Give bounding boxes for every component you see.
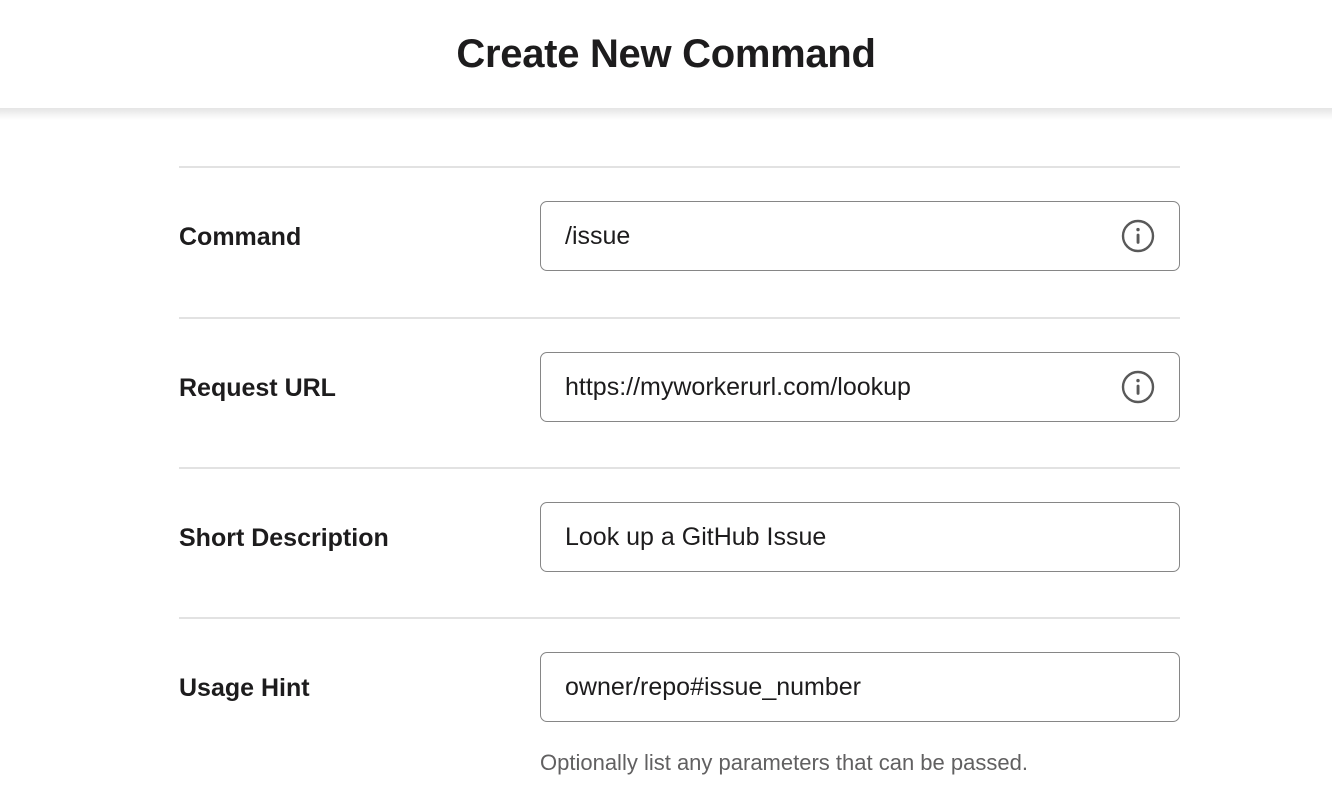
- row-divider-request-url: [179, 467, 1180, 469]
- page-title: Create New Command: [456, 32, 876, 76]
- row-divider-top: [179, 166, 1180, 168]
- command-form: Command /issue Request URL https://mywor…: [0, 108, 1332, 779]
- label-request-url: Request URL: [179, 374, 336, 402]
- form-row-request-url: Request URL https://myworkerurl.com/look…: [179, 319, 1180, 467]
- label-usage-hint: Usage Hint: [179, 674, 310, 702]
- info-circle-icon[interactable]: [1121, 219, 1155, 253]
- form-row-command: Command /issue: [179, 168, 1180, 317]
- info-circle-icon[interactable]: [1121, 370, 1155, 404]
- form-row-short-description: Short Description Look up a GitHub Issue: [179, 469, 1180, 617]
- command-input-value: /issue: [565, 223, 631, 249]
- command-input[interactable]: /issue: [540, 201, 1180, 271]
- row-divider-command: [179, 317, 1180, 319]
- usage-hint-input[interactable]: owner/repo#issue_number: [540, 652, 1180, 722]
- label-short-description: Short Description: [179, 524, 389, 552]
- row-divider-short-description: [179, 617, 1180, 619]
- form-row-usage-hint: Usage Hint owner/repo#issue_number Optio…: [179, 619, 1180, 779]
- short-description-input-value: Look up a GitHub Issue: [565, 524, 827, 550]
- short-description-input[interactable]: Look up a GitHub Issue: [540, 502, 1180, 572]
- label-command: Command: [179, 223, 302, 251]
- usage-hint-input-value: owner/repo#issue_number: [565, 674, 862, 700]
- usage-hint-help-text: Optionally list any parameters that can …: [540, 750, 1028, 775]
- request-url-input-value: https://myworkerurl.com/lookup: [565, 374, 911, 400]
- request-url-input[interactable]: https://myworkerurl.com/lookup: [540, 352, 1180, 422]
- dialog-header: Create New Command: [0, 0, 1332, 108]
